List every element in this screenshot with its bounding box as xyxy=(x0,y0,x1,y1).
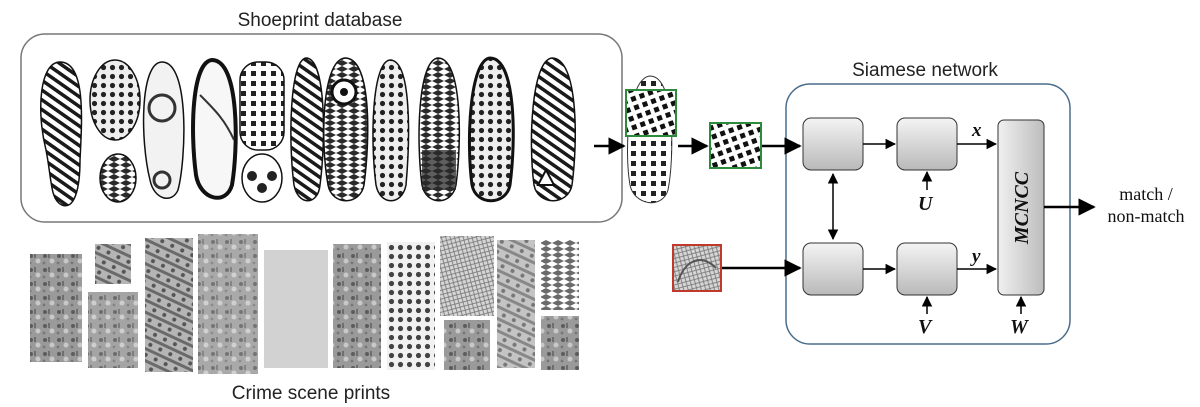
shoeprint-9 xyxy=(418,57,461,202)
crime-scene-title: Crime scene prints xyxy=(232,383,390,404)
crime-print-9 xyxy=(440,236,494,316)
shoeprint-2 xyxy=(89,59,141,203)
crime-print-5 xyxy=(198,234,258,374)
var-x-label: x xyxy=(971,120,982,141)
shoeprint-6 xyxy=(290,57,325,202)
shoeprint-3 xyxy=(142,61,185,200)
bottom-v-block xyxy=(896,242,958,296)
query-patch xyxy=(709,122,762,169)
top-shared-block xyxy=(802,117,864,171)
crime-print-3 xyxy=(88,292,138,368)
shoeprint-8 xyxy=(372,59,410,202)
crime-print-6 xyxy=(264,250,328,368)
crime-print-8 xyxy=(387,242,435,370)
shoeprint-5 xyxy=(239,61,285,203)
database-title: Shoeprint database xyxy=(238,10,403,31)
crime-print-4 xyxy=(145,238,193,372)
var-v-label: V xyxy=(918,316,933,338)
crime-print-2 xyxy=(95,244,131,284)
crime-print-12 xyxy=(541,240,579,310)
crime-print-1 xyxy=(30,254,82,362)
crime-scene-gallery xyxy=(30,234,579,374)
mcncc-label: MCNCC xyxy=(1011,171,1033,245)
var-u-label: U xyxy=(918,193,934,215)
shoeprint-10 xyxy=(467,56,515,203)
query-shoeprint xyxy=(625,75,677,204)
var-y-label: y xyxy=(970,246,981,267)
shoeprint-11 xyxy=(530,57,577,202)
shoeprint-4 xyxy=(191,57,238,200)
output-line-2: non-match xyxy=(1108,206,1185,226)
var-w-label: W xyxy=(1010,316,1029,338)
shoeprint-1 xyxy=(39,61,83,207)
shoeprint-gallery xyxy=(39,56,577,207)
crime-print-13 xyxy=(541,316,579,370)
bottom-shared-block xyxy=(802,242,864,296)
crime-print-10 xyxy=(444,320,490,370)
top-u-block xyxy=(896,117,958,171)
query-patch-highlight xyxy=(625,89,677,137)
crime-patch xyxy=(672,244,722,292)
output-line-1: match / xyxy=(1119,184,1172,204)
crime-print-7 xyxy=(333,244,381,368)
shoeprint-7 xyxy=(323,57,369,202)
siamese-title: Siamese network xyxy=(852,60,998,81)
crime-print-11 xyxy=(497,240,535,368)
